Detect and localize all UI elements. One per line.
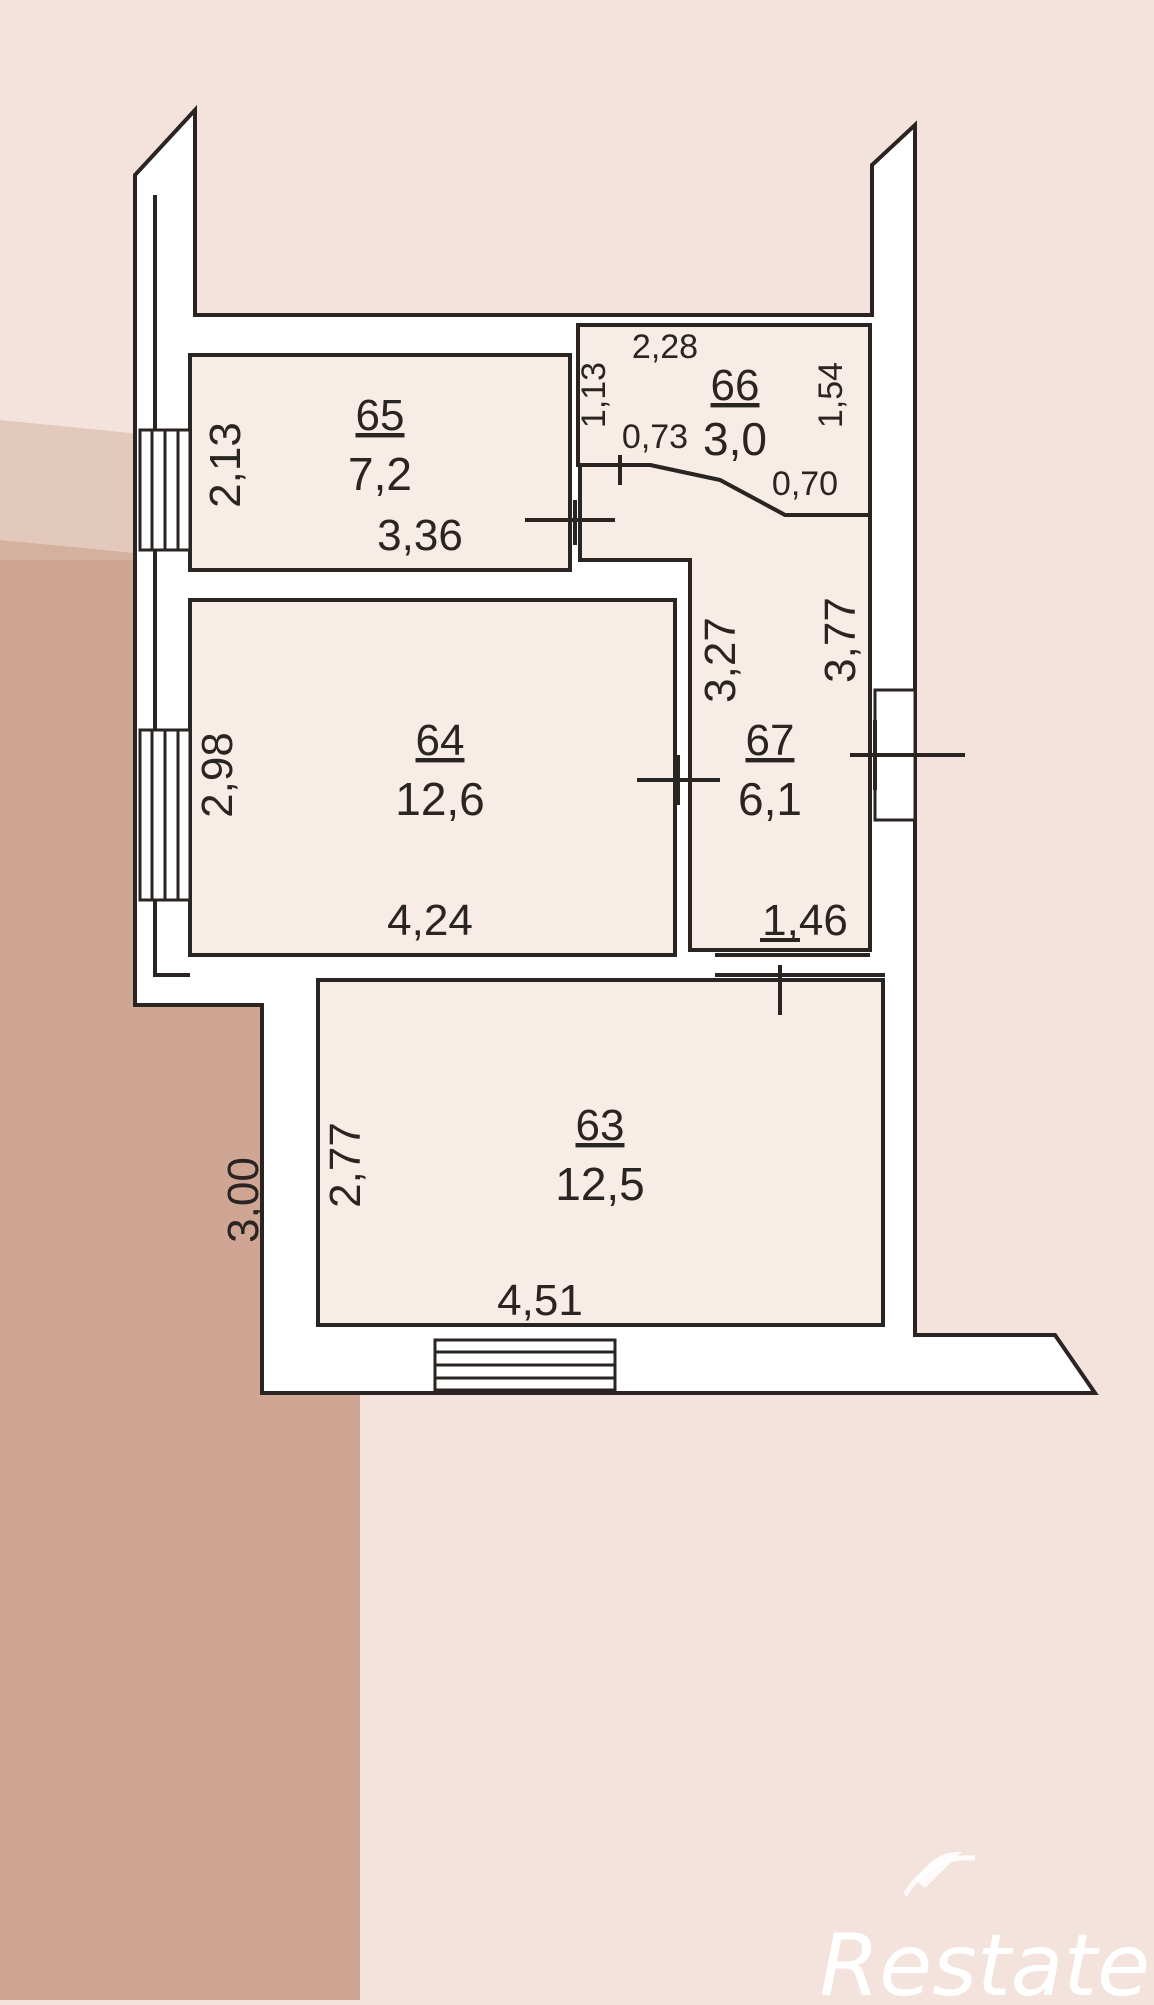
dim-r66-right: 1,54 <box>812 362 850 428</box>
dim-r66-top: 2,28 <box>632 328 698 366</box>
dim-r67-bottom: 1,46 <box>762 896 848 945</box>
room-63 <box>316 978 885 1327</box>
dim-r67-right: 3,77 <box>816 597 865 683</box>
room-66-area: 3,0 <box>703 413 767 465</box>
restate-watermark: Restate <box>819 1851 1150 2005</box>
room-66-number: 66 <box>711 361 760 410</box>
dim-r64-width: 4,24 <box>387 896 473 945</box>
room-64-area: 12,6 <box>395 773 485 825</box>
watermark-text: Restate <box>819 1916 1150 2000</box>
room-63-area: 12,5 <box>555 1158 645 1210</box>
room-64-number: 64 <box>416 716 465 765</box>
dim-r63-width: 4,51 <box>497 1276 583 1325</box>
walls <box>133 104 1099 1395</box>
dim-r63-height: 2,77 <box>321 1122 370 1208</box>
dim-r65-height: 2,13 <box>201 422 250 508</box>
dim-r66-door: 0,70 <box>772 465 838 503</box>
dim-r66-inner: 0,73 <box>622 418 688 456</box>
dim-r65-width: 3,36 <box>377 511 463 560</box>
room-65-number: 65 <box>356 391 405 440</box>
room-67-number: 67 <box>746 716 795 765</box>
dim-outer-left: 3,00 <box>219 1157 268 1243</box>
room-67 <box>578 463 872 952</box>
dim-r66-left: 1,13 <box>575 362 613 428</box>
room-67-area: 6,1 <box>738 773 802 825</box>
door-marks <box>525 455 965 1015</box>
windows <box>138 428 917 1392</box>
dim-r67-left: 3,27 <box>696 617 745 703</box>
dim-r64-height: 2,98 <box>193 732 242 818</box>
room-63-number: 63 <box>576 1101 625 1150</box>
room-65-area: 7,2 <box>348 448 412 500</box>
room-labels: 65 7,2 66 3,0 64 12,6 67 6,1 63 12,5 <box>348 361 802 1210</box>
dimension-labels: 2,13 3,36 2,28 1,13 1,54 0,73 0,70 2,98 … <box>193 328 865 1325</box>
